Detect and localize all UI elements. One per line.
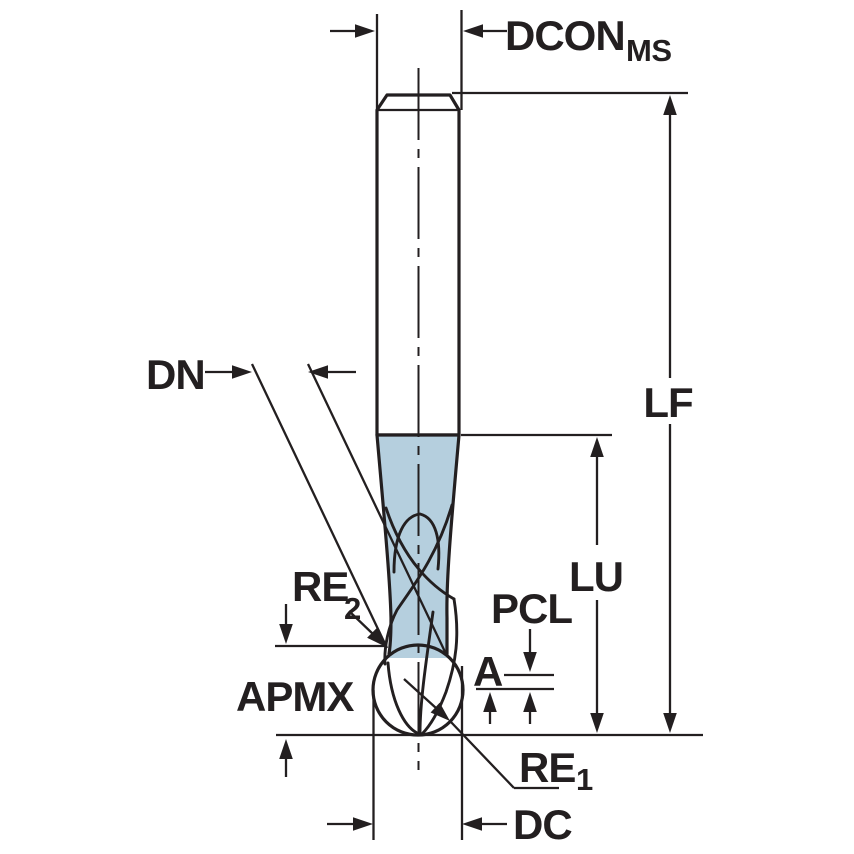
lu-arrow-bottom: [590, 713, 604, 733]
dn-label: DN: [146, 351, 205, 398]
dn-arrow-right-head: [308, 365, 328, 379]
dn-arrow-left-head: [232, 365, 252, 379]
re1-label: RE: [519, 744, 575, 791]
re2-leader-shaft: [348, 610, 375, 636]
pcl-down-arrow-head: [523, 652, 537, 672]
dn-slant-ext-left: [250, 363, 389, 649]
re2-sub-label: 2: [344, 591, 361, 626]
dcon-label: DCON: [505, 12, 625, 59]
dc-arrow-left-head: [353, 817, 373, 831]
dn-slant-ext-right: [306, 363, 449, 657]
flute-curve: [420, 597, 459, 736]
re1-leader-head: [430, 702, 450, 721]
lf-arrow-bottom: [663, 713, 677, 733]
lu-arrow-top: [590, 437, 604, 457]
re1-sub-label: 1: [576, 762, 593, 797]
flute-curve: [418, 610, 435, 735]
a-up-arrow-head: [483, 692, 497, 712]
re1-leader-inner: [403, 678, 437, 709]
dc-arrow-right-head: [462, 817, 482, 831]
taper-edge-right: [445, 433, 461, 656]
apmx-label: APMX: [236, 673, 354, 720]
re2-leader-head: [367, 628, 386, 647]
pcl-label: PCL: [491, 585, 572, 632]
dcon-arrow-left-head: [355, 24, 375, 38]
dc-label: DC: [513, 801, 572, 848]
taper-edge-left: [375, 433, 393, 656]
pcl-up-arrow-head: [523, 692, 537, 712]
re2-label: RE: [292, 563, 348, 610]
flute-curve: [392, 512, 441, 574]
a-label: A: [473, 648, 503, 695]
dcon-sub-label: MS: [626, 33, 672, 68]
lf-label: LF: [643, 379, 693, 426]
re1-leader-outer: [449, 720, 515, 789]
lu-label: LU: [569, 553, 623, 600]
dcon-arrow-right-head: [463, 24, 483, 38]
lf-arrow-top: [663, 95, 677, 115]
apmx-bottom-arrow-head: [279, 739, 293, 759]
flute-curve: [386, 661, 419, 735]
apmx-top-arrow-head: [279, 624, 293, 644]
